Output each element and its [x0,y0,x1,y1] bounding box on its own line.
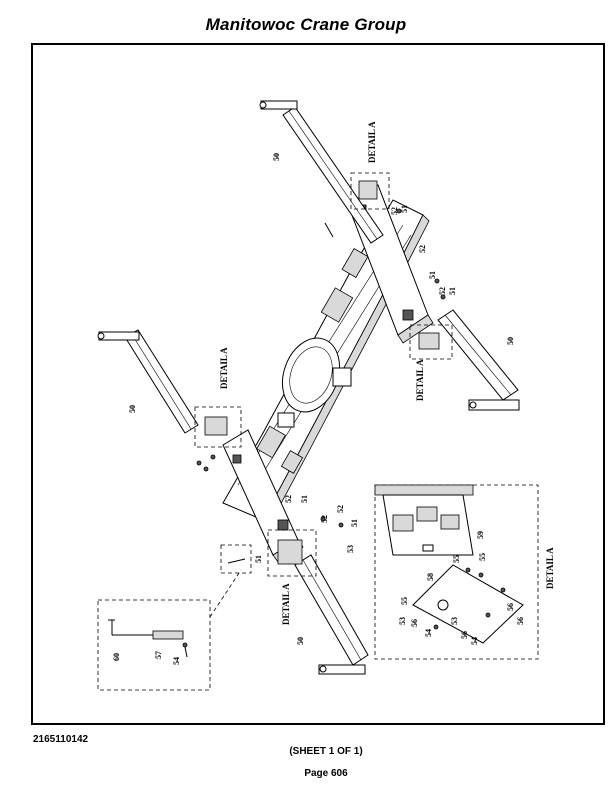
outrigger-beam-top [259,100,384,244]
detail-box-bottom [267,529,317,577]
callout-51: 51 [300,495,309,503]
callout-52: 52 [438,287,447,295]
callout-52: 52 [320,515,329,523]
detail-a-label-left: DETAIL A [219,347,229,389]
sheet-indicator: (SHEET 1 OF 1) [289,746,363,757]
callout-57: 57 [154,651,163,659]
callout-56: 56 [460,631,469,639]
callout-53: 53 [346,545,355,553]
callout-52: 52 [418,245,427,253]
callout-50-bottom: 50 [296,637,305,645]
detail-box-left [194,406,242,448]
detail-box-small [220,544,252,574]
outrigger-beam-bottom [294,554,369,675]
outrigger-beam-right [437,309,520,411]
callout-53: 53 [450,617,459,625]
callout-50-top: 50 [272,153,281,161]
detail-inset-left [97,569,242,691]
callout-55: 55 [400,597,409,605]
detail-a-label-right: DETAIL A [415,359,425,401]
callout-54: 54 [470,637,479,645]
callout-52: 52 [390,207,399,215]
callout-56: 56 [410,619,419,627]
callout-52: 52 [336,505,345,513]
callout-59: 59 [476,531,485,539]
callout-51: 51 [428,271,437,279]
detail-a-label-inset: DETAIL A [545,547,555,589]
callout-51: 51 [254,555,263,563]
detail-box-right [409,324,453,360]
detail-a-label-top: DETAIL A [367,121,377,163]
detail-a-inset [374,484,539,660]
callout-50-right: 50 [506,337,515,345]
callout-56: 56 [516,617,525,625]
callout-55: 55 [452,555,461,563]
detail-box-top [350,172,390,210]
page-header-title: Manitowoc Crane Group [205,15,407,34]
callout-53: 53 [398,617,407,625]
part-number: 2165110142 [33,734,89,745]
callout-52: 52 [284,495,293,503]
diagram-frame: 50 50 50 50 51 52 52 51 52 51 52 51 52 5… [31,43,605,725]
callout-56: 56 [506,603,515,611]
page-number: Page 606 [304,768,348,779]
callout-54: 54 [172,657,181,665]
detail-a-label-bottom: DETAIL A [281,583,291,625]
callout-51: 51 [350,519,359,527]
callout-51: 51 [400,205,409,213]
fasteners [196,208,446,528]
callout-51: 51 [448,287,457,295]
callout-54: 54 [424,629,433,637]
callout-50-left: 50 [128,405,137,413]
callout-55: 55 [478,553,487,561]
callout-58: 58 [426,573,435,581]
outrigger-beam-left [97,329,199,434]
parts-diagram: 50 50 50 50 51 52 52 51 52 51 52 51 52 5… [97,100,555,691]
callout-60: 60 [112,653,121,661]
